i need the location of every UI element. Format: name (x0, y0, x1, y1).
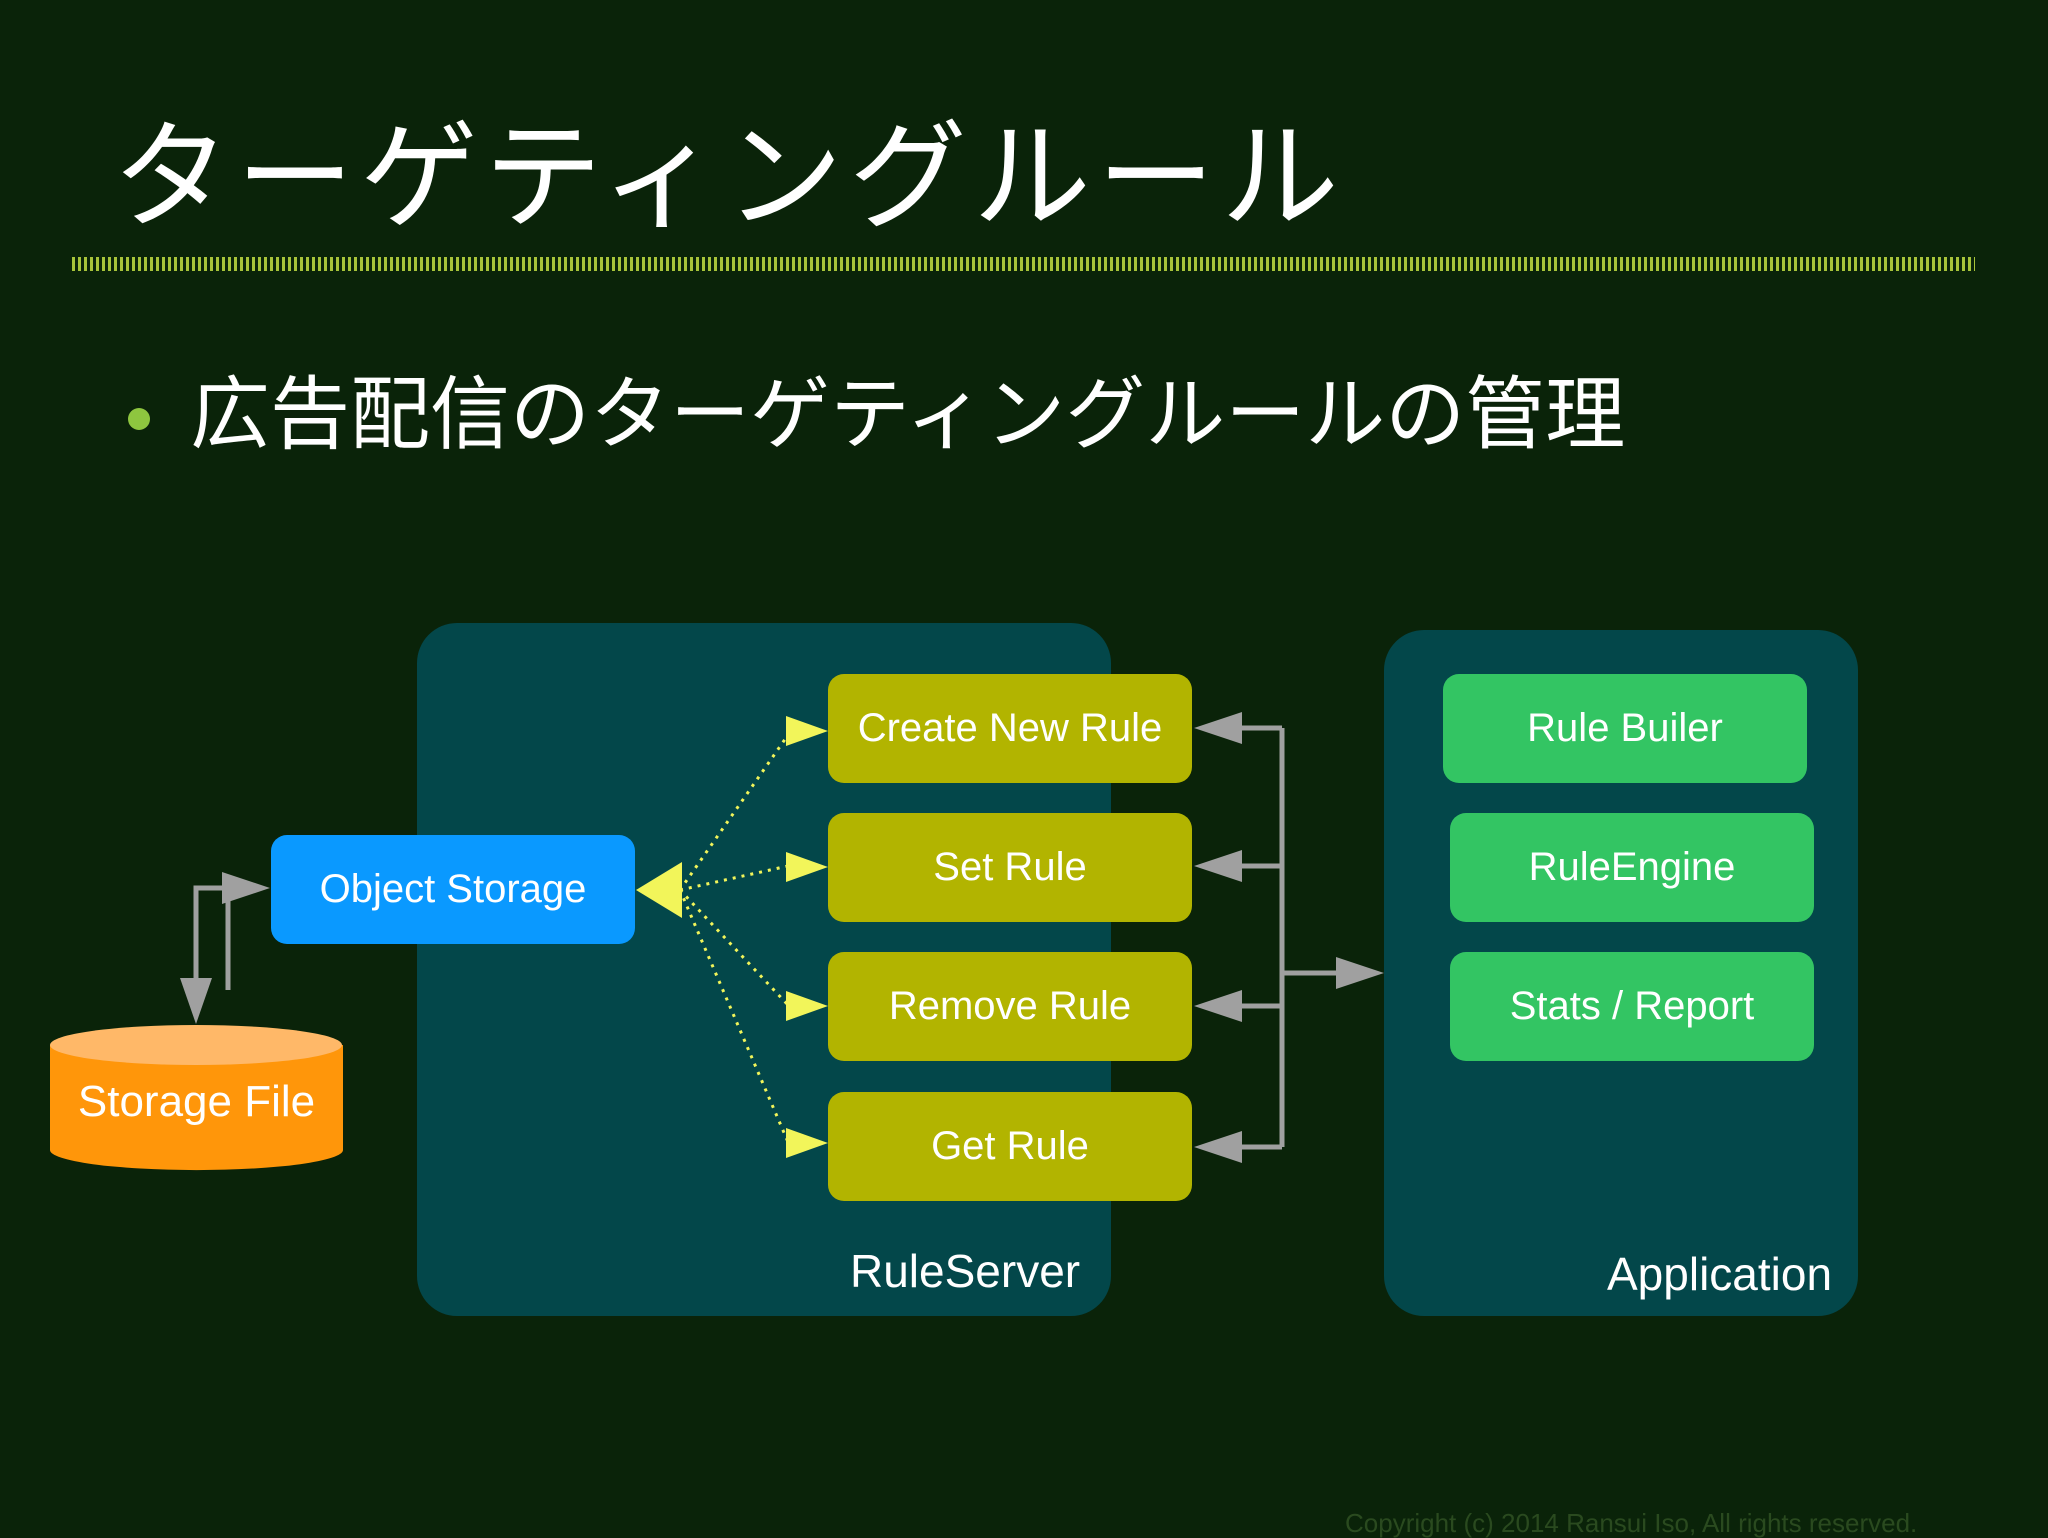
arrowhead-get (786, 1128, 828, 1158)
title-underline (72, 257, 1975, 271)
dotted-link-create (678, 734, 790, 891)
bullet-text: 広告配信のターゲティングルールの管理 (190, 368, 1626, 461)
storage-link-path (193, 885, 226, 1000)
rule-create-new: Create New Rule (828, 674, 1192, 783)
arrowhead-set (786, 852, 828, 882)
rule-set: Set Rule (828, 813, 1192, 922)
dotted-link-set (679, 864, 789, 892)
gray-arrowhead-storage-file (180, 978, 212, 1024)
app-stats-report: Stats / Report (1450, 952, 1814, 1061)
dotted-link-remove (678, 888, 790, 1007)
dotted-link-get (678, 889, 790, 1143)
storage-file-cylinder (50, 1025, 343, 1171)
gray-arrowhead-set (1194, 850, 1242, 882)
arrowhead-create (786, 716, 828, 746)
application-label: Application (1607, 1248, 1833, 1300)
bullet-dot (128, 408, 150, 430)
rule-server-label: RuleServer (850, 1245, 1081, 1297)
app-rule-builder: Rule Builer (1443, 674, 1807, 783)
gray-arrowhead-create (1194, 712, 1242, 744)
arrowhead-remove (786, 991, 828, 1021)
dotted-arrowhead-object-storage (636, 862, 682, 918)
object-storage: Object Storage (271, 835, 635, 944)
app-rule-engine: RuleEngine (1450, 813, 1814, 922)
gray-arrowhead-application (1336, 957, 1384, 989)
slide-title: ターゲティングルール (112, 108, 1345, 246)
rule-remove: Remove Rule (828, 952, 1192, 1061)
gray-arrowhead-remove (1194, 990, 1242, 1022)
gray-arrowhead-get (1194, 1131, 1242, 1163)
storage-file-label: Storage File (77, 1077, 316, 1126)
copyright: Copyright (c) 2014 Ransui Iso, All right… (1345, 1508, 1918, 1538)
storage-link (225, 885, 231, 990)
rule-get: Get Rule (828, 1092, 1192, 1201)
gray-arrowhead-object-storage (222, 872, 270, 904)
